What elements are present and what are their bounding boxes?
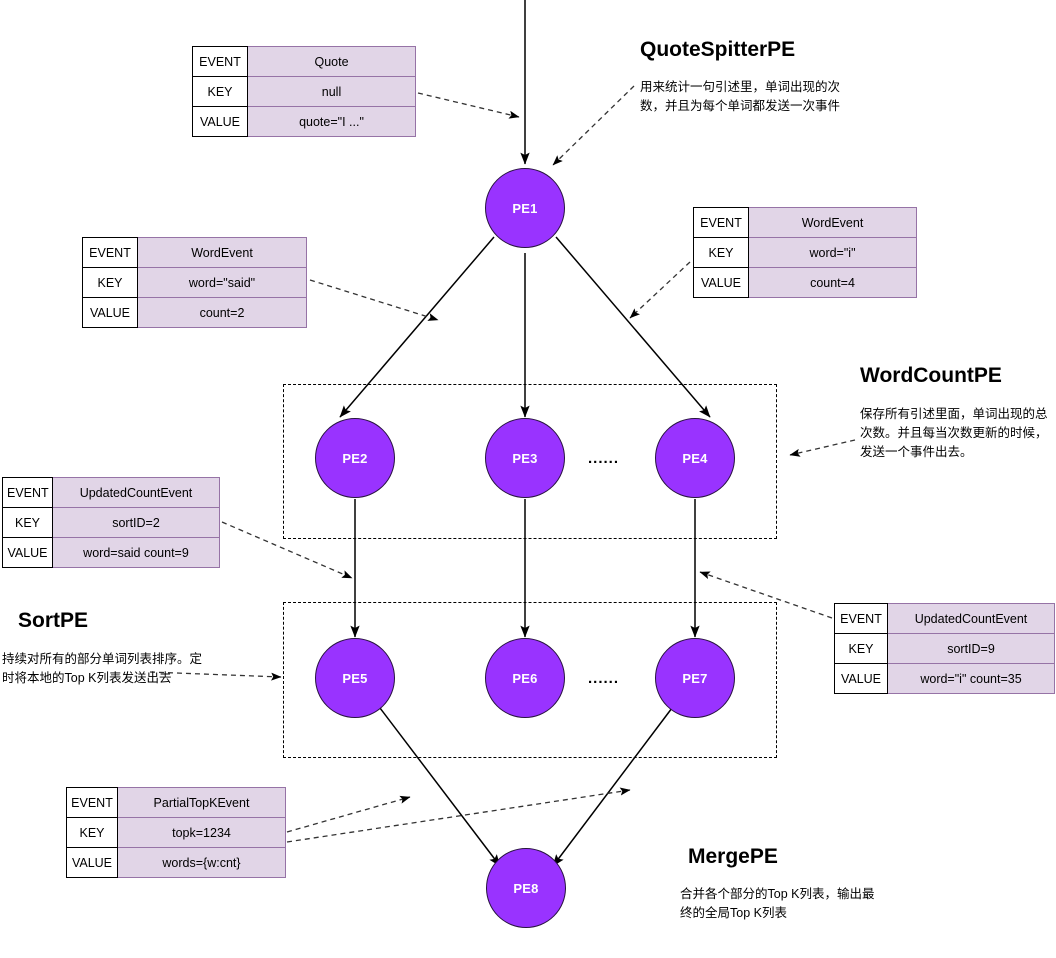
table-row: EVENT WordEvent bbox=[82, 237, 307, 268]
section-note-sortpe: 持续对所有的部分单词列表排序。定时将本地的Top K列表发送出去 bbox=[2, 652, 203, 685]
table-row: KEY word="i" bbox=[693, 237, 917, 268]
section-title-sortpe: SortPE bbox=[18, 609, 89, 632]
section-note-mergepe: 合并各个部分的Top K列表，输出最终的全局Top K列表 bbox=[680, 887, 875, 920]
table-cell-value: UpdatedCountEvent bbox=[52, 477, 220, 508]
table-cell-label: EVENT bbox=[82, 237, 138, 268]
table-cell-label: KEY bbox=[82, 267, 138, 298]
table-cell-value: word="i" bbox=[748, 237, 917, 268]
ellipsis-wordcount-row: ...... bbox=[588, 450, 620, 467]
table-row: KEY sortID=9 bbox=[834, 633, 1055, 664]
section-title-mergepe: MergePE bbox=[688, 845, 778, 868]
table-cell-label: VALUE bbox=[82, 297, 138, 328]
section-title-wordcountpe: WordCountPE bbox=[860, 364, 1002, 387]
table-cell-label: KEY bbox=[834, 633, 888, 664]
event-table-updatedcount-sort9: EVENT UpdatedCountEvent KEY sortID=9 VAL… bbox=[834, 603, 1055, 694]
pe-node-label: PE1 bbox=[512, 200, 538, 216]
pe-node-pe4[interactable]: PE4 bbox=[655, 418, 735, 498]
table-cell-label: EVENT bbox=[192, 46, 248, 77]
leader-quotespitter-note bbox=[552, 85, 635, 166]
table-row: EVENT Quote bbox=[192, 46, 416, 77]
table-cell-label: KEY bbox=[693, 237, 749, 268]
table-row: VALUE words={w:cnt} bbox=[66, 847, 286, 878]
table-row: EVENT UpdatedCountEvent bbox=[834, 603, 1055, 634]
group-box-wordcountpe bbox=[283, 384, 777, 539]
table-row: EVENT PartialTopKEvent bbox=[66, 787, 286, 818]
table-cell-value: count=2 bbox=[137, 297, 307, 328]
table-row: EVENT UpdatedCountEvent bbox=[2, 477, 220, 508]
table-row: KEY null bbox=[192, 76, 416, 107]
leader-partialtopk-a bbox=[286, 795, 411, 833]
table-row: VALUE quote="I ..." bbox=[192, 106, 416, 137]
table-cell-value: word="i" count=35 bbox=[887, 663, 1055, 694]
table-cell-label: EVENT bbox=[2, 477, 53, 508]
table-cell-value: PartialTopKEvent bbox=[117, 787, 286, 818]
pe-node-pe7[interactable]: PE7 bbox=[655, 638, 735, 718]
pe-node-pe6[interactable]: PE6 bbox=[485, 638, 565, 718]
table-row: VALUE count=4 bbox=[693, 267, 917, 298]
section-note-quotespitterpe: 用来统计一句引述里，单词出现的次数，并且为每个单词都发送一次事件 bbox=[640, 80, 841, 113]
table-cell-value: count=4 bbox=[748, 267, 917, 298]
pe-node-pe5[interactable]: PE5 bbox=[315, 638, 395, 718]
table-cell-label: VALUE bbox=[693, 267, 749, 298]
pe-node-label: PE2 bbox=[342, 450, 368, 466]
table-row: VALUE count=2 bbox=[82, 297, 307, 328]
table-cell-value: sortID=9 bbox=[887, 633, 1055, 664]
pe-node-pe8[interactable]: PE8 bbox=[486, 848, 566, 928]
table-cell-label: VALUE bbox=[834, 663, 888, 694]
table-cell-value: words={w:cnt} bbox=[117, 847, 286, 878]
table-cell-label: KEY bbox=[192, 76, 248, 107]
table-row: KEY sortID=2 bbox=[2, 507, 220, 538]
section-note-wordcountpe: 保存所有引述里面，单词出现的总次数。并且每当次数更新的时候，发送一个事件出去。 bbox=[860, 407, 1048, 459]
table-row: EVENT WordEvent bbox=[693, 207, 917, 238]
event-table-updatedcount-sort2: EVENT UpdatedCountEvent KEY sortID=2 VAL… bbox=[2, 477, 220, 568]
table-cell-label: KEY bbox=[2, 507, 53, 538]
table-cell-value: sortID=2 bbox=[52, 507, 220, 538]
pe-node-pe3[interactable]: PE3 bbox=[485, 418, 565, 498]
table-cell-label: EVENT bbox=[834, 603, 888, 634]
leader-partialtopk-b bbox=[286, 787, 631, 843]
table-row: KEY word="said" bbox=[82, 267, 307, 298]
table-cell-value: quote="I ..." bbox=[247, 106, 416, 137]
event-table-wordevent-said: EVENT WordEvent KEY word="said" VALUE co… bbox=[82, 237, 307, 328]
table-cell-label: VALUE bbox=[66, 847, 118, 878]
table-cell-value: Quote bbox=[247, 46, 416, 77]
group-box-sortpe bbox=[283, 602, 777, 758]
table-cell-value: null bbox=[247, 76, 416, 107]
table-cell-value: UpdatedCountEvent bbox=[887, 603, 1055, 634]
event-table-quote: EVENT Quote KEY null VALUE quote="I ..." bbox=[192, 46, 416, 137]
table-cell-value: topk=1234 bbox=[117, 817, 286, 848]
event-table-wordevent-i: EVENT WordEvent KEY word="i" VALUE count… bbox=[693, 207, 917, 298]
leader-wordevent-i bbox=[629, 261, 691, 319]
table-cell-label: EVENT bbox=[66, 787, 118, 818]
table-cell-label: VALUE bbox=[2, 537, 53, 568]
section-title-quotespitterpe: QuoteSpitterPE bbox=[640, 38, 796, 61]
pe-node-label: PE3 bbox=[512, 450, 538, 466]
pe-node-label: PE7 bbox=[682, 670, 708, 686]
event-table-partialtopk: EVENT PartialTopKEvent KEY topk=1234 VAL… bbox=[66, 787, 286, 878]
pe-node-label: PE8 bbox=[513, 880, 539, 896]
pe-node-label: PE6 bbox=[512, 670, 538, 686]
table-cell-value: word="said" bbox=[137, 267, 307, 298]
table-row: KEY topk=1234 bbox=[66, 817, 286, 848]
table-cell-label: EVENT bbox=[693, 207, 749, 238]
table-cell-label: KEY bbox=[66, 817, 118, 848]
table-cell-value: word=said count=9 bbox=[52, 537, 220, 568]
table-cell-label: VALUE bbox=[192, 106, 248, 137]
pe-node-pe2[interactable]: PE2 bbox=[315, 418, 395, 498]
table-row: VALUE word=said count=9 bbox=[2, 537, 220, 568]
pe-node-label: PE4 bbox=[682, 450, 708, 466]
ellipsis-sort-row: ...... bbox=[588, 670, 620, 687]
leader-wordcount-note bbox=[789, 439, 856, 457]
table-cell-value: WordEvent bbox=[137, 237, 307, 268]
pe-node-label: PE5 bbox=[342, 670, 368, 686]
leader-quote-event bbox=[417, 92, 520, 119]
table-row: VALUE word="i" count=35 bbox=[834, 663, 1055, 694]
pe-node-pe1[interactable]: PE1 bbox=[485, 168, 565, 248]
leader-wordevent-said bbox=[309, 279, 439, 321]
table-cell-value: WordEvent bbox=[748, 207, 917, 238]
